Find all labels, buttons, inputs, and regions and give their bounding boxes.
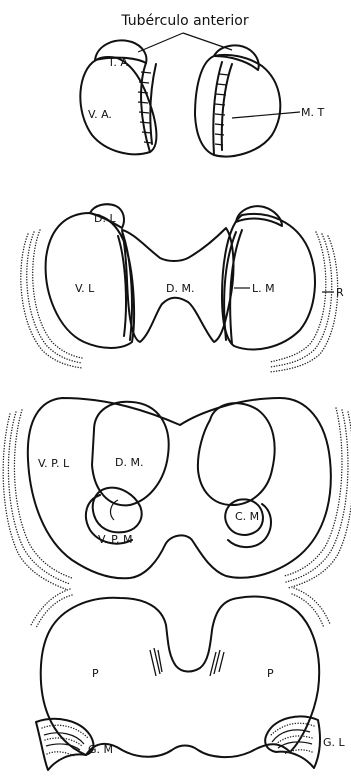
lm-label: L. M <box>252 282 275 295</box>
p-right-label: P <box>267 667 274 680</box>
left-mt-band-inner <box>150 64 156 144</box>
dm-label-section-2: D. M. <box>166 282 194 295</box>
section-3-outline <box>28 398 331 578</box>
left-reticular-dots-2 <box>27 232 82 363</box>
right-reticular-dots-s3-3 <box>288 412 351 588</box>
left-pulvinar-hatch <box>150 648 162 676</box>
vpl-label: V. P. L <box>38 457 70 470</box>
right-reticular-dots-s3-1 <box>284 408 342 576</box>
p-left-label: P <box>92 667 99 680</box>
va-label: V. A. <box>88 108 112 121</box>
mt-label: M. T <box>301 106 324 119</box>
title-pointer-lines <box>138 33 232 52</box>
vl-label: V. L <box>75 282 95 295</box>
right-va-nucleus <box>195 55 280 157</box>
mt-pointer-line <box>232 112 300 118</box>
r-label: R <box>336 286 344 299</box>
right-reticular-dots-3 <box>270 236 338 372</box>
gm-label: G. M <box>88 743 113 756</box>
dm-label-section-3: D. M. <box>115 456 143 469</box>
title-label: Tubérculo anterior <box>120 13 248 29</box>
vpm-label: V. P. M <box>98 533 133 546</box>
right-reticular-dots-s4-2 <box>294 588 330 624</box>
right-mt-band-inner <box>222 64 232 150</box>
section-3: V. P. L D. M. V. P. M C. M <box>3 398 351 590</box>
section-4-pulvinar: P P G. M G. L <box>31 588 346 770</box>
right-pulvinar-hatch <box>210 650 224 676</box>
right-dm-nucleus <box>198 403 275 505</box>
gl-label: G. L <box>323 736 346 749</box>
right-reticular-dots-2 <box>270 234 332 367</box>
right-dl-cap <box>236 206 282 226</box>
left-mt-band-outer <box>141 63 150 152</box>
right-mt-band-outer <box>213 62 222 155</box>
right-reticular-dots-1 <box>270 232 326 362</box>
section-4-outline <box>41 597 319 758</box>
left-va-nucleus <box>80 57 156 154</box>
left-vl-nucleus <box>46 213 134 348</box>
cm-label: C. M <box>235 510 259 523</box>
ta-label: T. A <box>107 56 128 69</box>
dl-label: D. L <box>94 212 116 225</box>
section-2: R D. L V. L D. M. L. M <box>21 204 344 372</box>
section-1-anterior: T. A V. A. M. T <box>80 41 324 157</box>
